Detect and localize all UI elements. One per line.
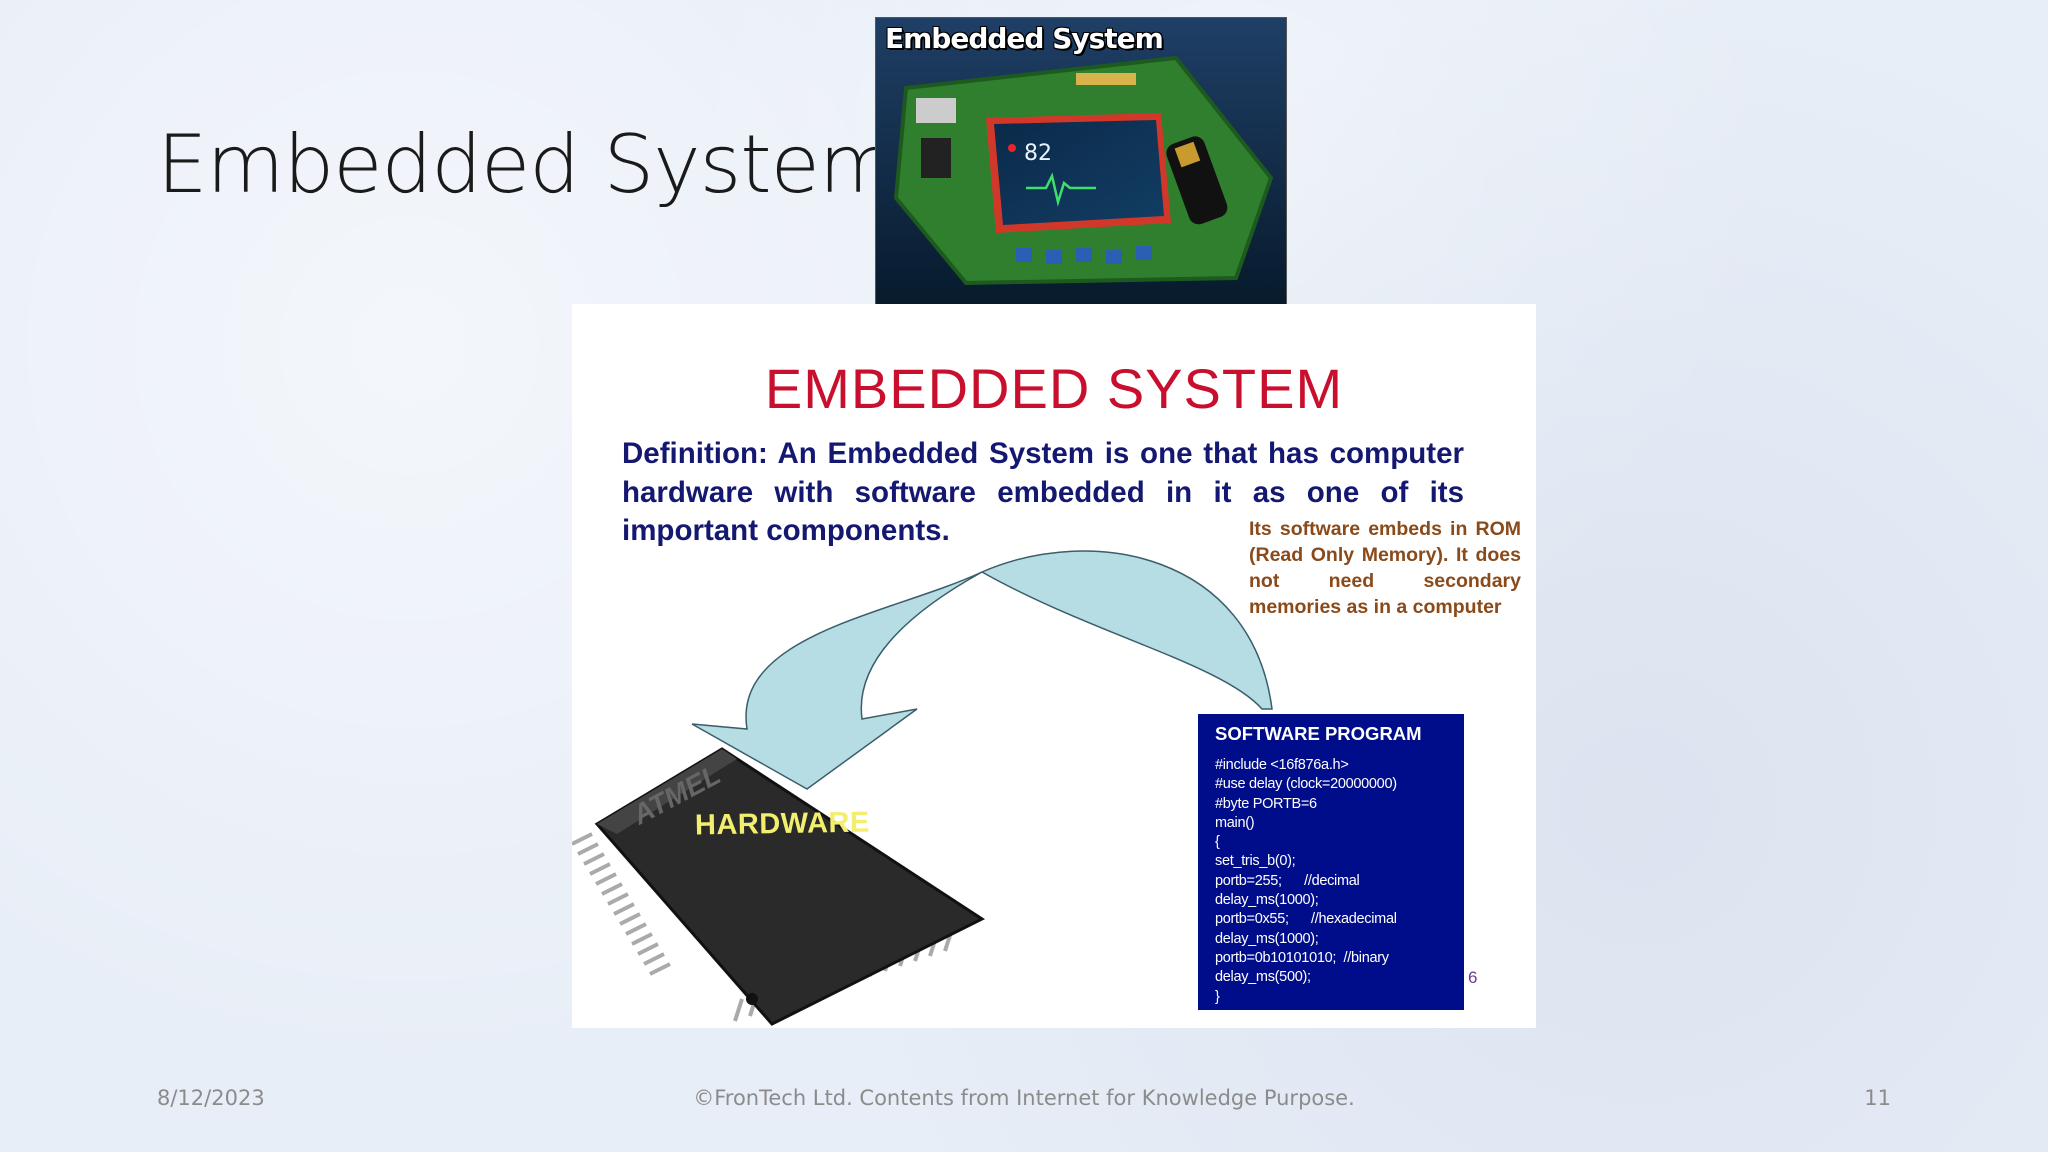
diagram-heading: EMBEDDED SYSTEM	[764, 357, 1344, 420]
microcontroller-chip: ATMEL	[572, 747, 986, 1026]
slide-title: Embedded System	[157, 118, 897, 211]
code-line: #use delay (clock=20000000)	[1215, 776, 1397, 793]
slide-number: 11	[1864, 1086, 1891, 1110]
code-line: }	[1215, 988, 1220, 1005]
definition-text: Definition: An Embedded System is one th…	[622, 437, 1464, 547]
diagram-page-number: 6	[1468, 968, 1478, 987]
code-line: portb=255; //decimal	[1215, 872, 1360, 889]
software-arrow	[980, 550, 1273, 710]
code-line: portb=0x55; //hexadecimal	[1215, 911, 1397, 928]
code-line: delay_ms(1000);	[1215, 892, 1319, 909]
footer-copyright: ©FronTech Ltd. Contents from Internet fo…	[693, 1086, 1355, 1110]
hardware-arrow	[691, 571, 983, 790]
code-line: main()	[1215, 814, 1255, 831]
embedded-board-photo: 82 Embedded System	[875, 17, 1287, 306]
code-line: delay_ms(1000);	[1215, 930, 1319, 947]
software-program-box: SOFTWARE PROGRAM #include <16f876a.h> #u…	[1198, 714, 1464, 1010]
code-line: #byte PORTB=6	[1215, 795, 1317, 812]
code-line: portb=0b10101010; //binary	[1215, 949, 1389, 966]
code-line: delay_ms(500);	[1215, 969, 1311, 986]
photo-caption: Embedded System	[885, 22, 1164, 55]
code-line: #include <16f876a.h>	[1215, 757, 1349, 773]
code-line: {	[1215, 834, 1220, 851]
photo-screen-value: 82	[1024, 141, 1052, 166]
code-line: set_tris_b(0);	[1215, 853, 1296, 870]
arrows-graphic	[691, 550, 1273, 790]
footer-date: 8/12/2023	[157, 1086, 265, 1110]
software-program-title: SOFTWARE PROGRAM	[1215, 723, 1422, 744]
hardware-label: HARDWARE	[694, 806, 871, 842]
embedded-system-diagram: EMBEDDED SYSTEM Definition: An Embedded …	[572, 304, 1536, 1028]
rom-note: Its software embeds in ROM (Read Only Me…	[1249, 518, 1521, 618]
